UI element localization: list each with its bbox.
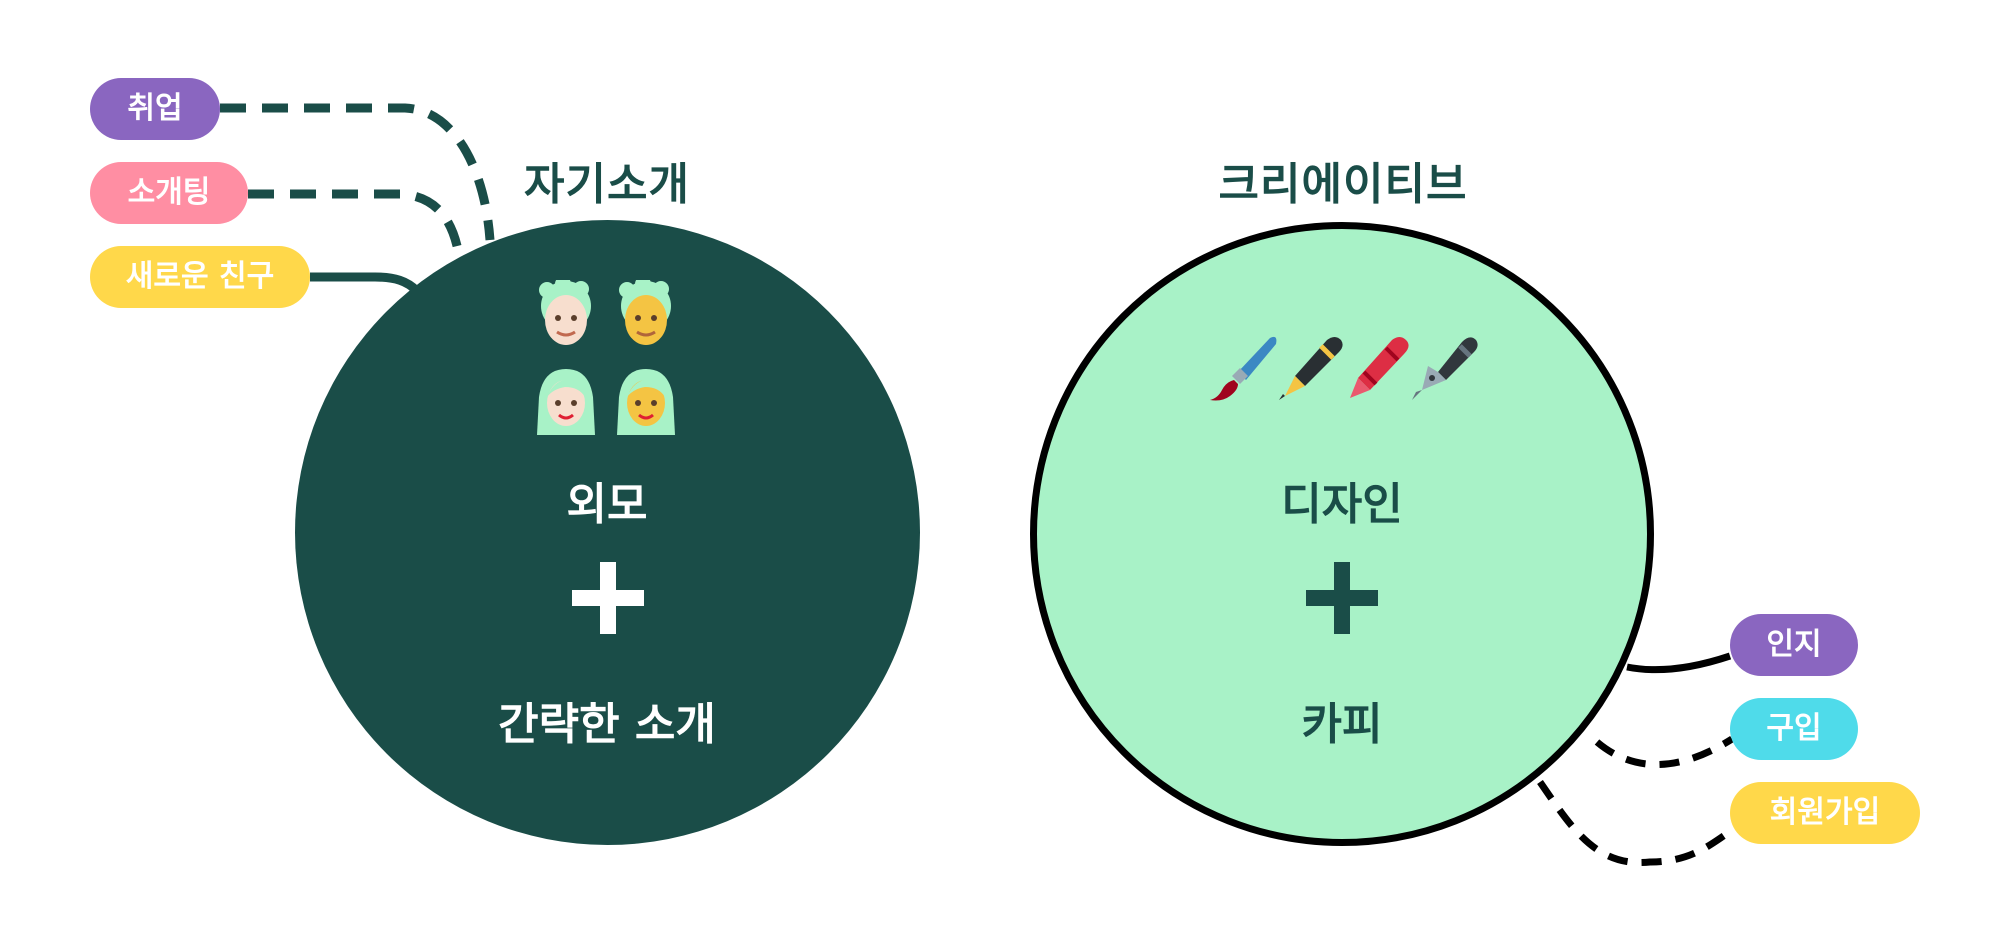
connector-jobs — [220, 103, 495, 241]
paintbrush-icon — [1210, 336, 1277, 401]
right-group-line2: 카피 — [1301, 699, 1383, 750]
man-light-skin-icon — [539, 280, 591, 345]
man-medium-light-skin-icon — [619, 280, 671, 345]
connector-awareness — [1626, 652, 1732, 674]
woman-light-skin-icon — [537, 369, 595, 435]
tag-new-friend: 새로운 친구 — [90, 246, 310, 308]
connector-new-friend — [310, 272, 421, 295]
tag-awareness: 인지 — [1730, 614, 1858, 676]
left-group-line2: 간략한 소개 — [498, 699, 716, 750]
left-group-heading: 자기소개 — [524, 159, 690, 210]
tag-blind-date: 소개팅 — [90, 162, 248, 224]
left-group-circle — [295, 220, 920, 845]
left-group-line1: 외모 — [566, 479, 648, 530]
connector-purchase — [1594, 736, 1734, 768]
tag-jobs: 취업 — [90, 78, 220, 140]
woman-medium-light-skin-icon — [617, 369, 675, 435]
fountain-pen-icon — [1412, 337, 1478, 400]
plus-icon — [1306, 562, 1378, 634]
connector-signup — [1537, 779, 1735, 867]
right-group-line1: 디자인 — [1281, 479, 1403, 530]
tag-signup: 회원가입 — [1730, 782, 1920, 844]
plus-icon — [572, 562, 644, 634]
pen-icon — [1279, 337, 1343, 400]
right-group-circle — [1030, 222, 1654, 846]
crayon-icon — [1350, 337, 1409, 398]
right-group-heading: 크리에이티브 — [1218, 159, 1468, 210]
tag-purchase: 구입 — [1730, 698, 1858, 760]
